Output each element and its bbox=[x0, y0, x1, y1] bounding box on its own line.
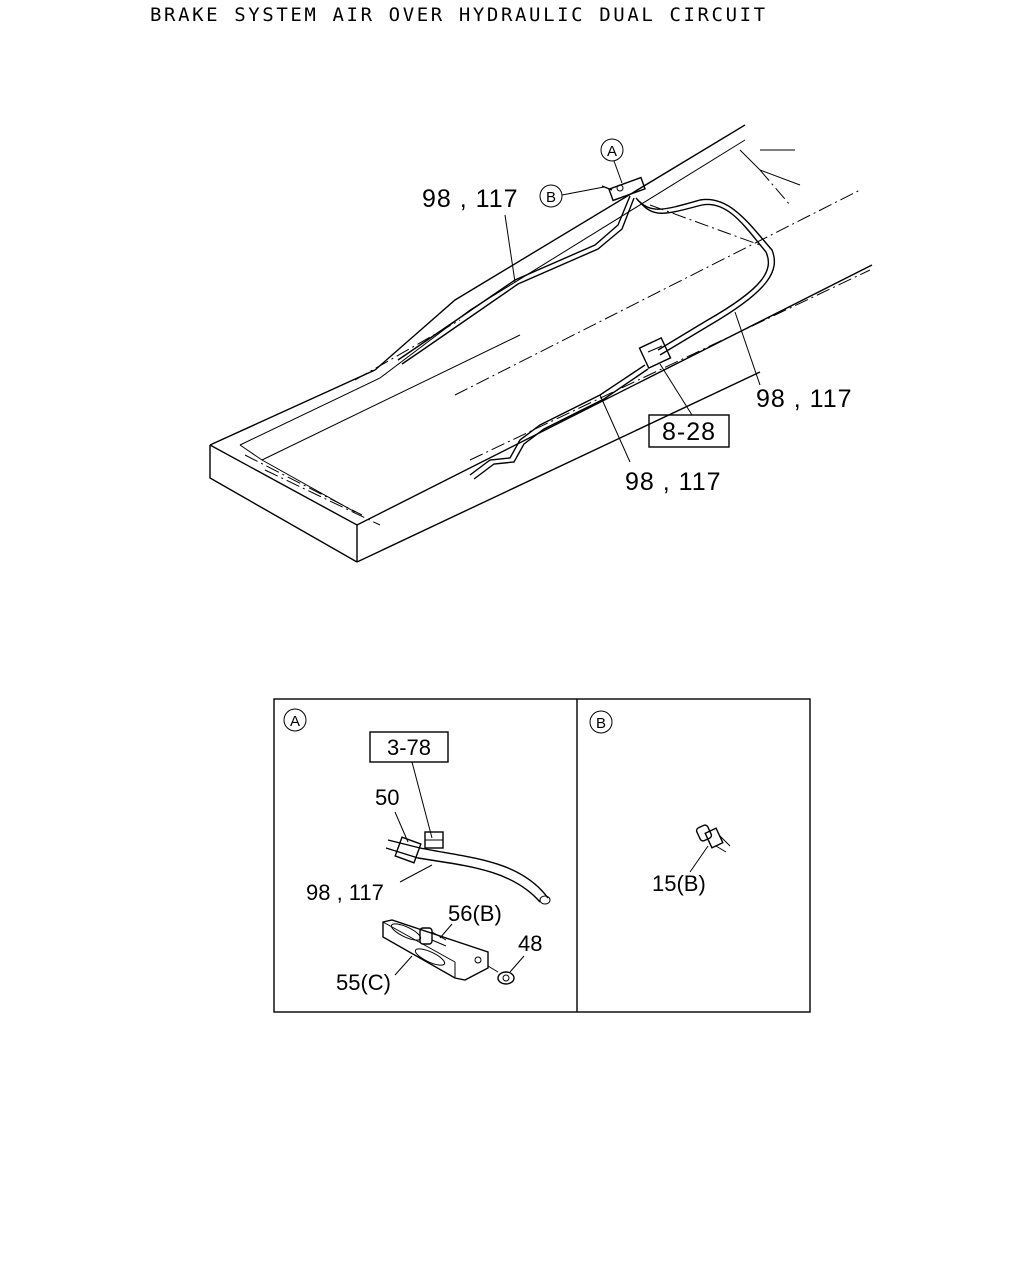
ref-box-8-28-text: 8-28 bbox=[662, 418, 716, 446]
label-pipe-upper: 98 , 117 bbox=[422, 185, 519, 213]
switch-15b bbox=[695, 824, 731, 853]
brake-pipe-lower bbox=[469, 364, 649, 480]
bracket-55c bbox=[382, 919, 489, 981]
callout-b-letter: B bbox=[546, 189, 556, 206]
page-title: BRAKE SYSTEM AIR OVER HYDRAULIC DUAL CIR… bbox=[150, 4, 768, 26]
label-part-55c: 55(C) bbox=[336, 970, 391, 995]
label-part-98-117: 98 , 117 bbox=[306, 880, 384, 905]
callout-b: B bbox=[539, 184, 605, 208]
callout-a: A bbox=[600, 138, 624, 184]
detail-b-letter: B bbox=[596, 715, 606, 732]
ref-box-3-78-text: 3-78 bbox=[387, 735, 431, 760]
callout-a-letter: A bbox=[607, 143, 617, 160]
brake-pipe-right bbox=[635, 197, 776, 356]
label-part-48: 48 bbox=[518, 931, 542, 956]
label-part-56b: 56(B) bbox=[448, 901, 502, 926]
nut-48 bbox=[487, 965, 515, 985]
label-part-15b: 15(B) bbox=[652, 871, 706, 896]
detail-panel-frame bbox=[273, 698, 811, 1013]
label-pipe-right: 98 , 117 bbox=[756, 385, 853, 413]
junction-block bbox=[638, 337, 672, 369]
detail-a-pipe bbox=[385, 831, 551, 905]
detail-a-header: A bbox=[283, 708, 307, 732]
label-part-50: 50 bbox=[375, 785, 399, 810]
detail-b-header: B bbox=[589, 710, 613, 734]
label-pipe-lower: 98 , 117 bbox=[625, 468, 722, 496]
ref-box-8-28[interactable]: 8-28 bbox=[648, 414, 730, 448]
brake-pipe-upper bbox=[397, 195, 635, 365]
ref-box-3-78[interactable]: 3-78 bbox=[369, 731, 449, 763]
detail-a-letter: A bbox=[290, 713, 300, 730]
